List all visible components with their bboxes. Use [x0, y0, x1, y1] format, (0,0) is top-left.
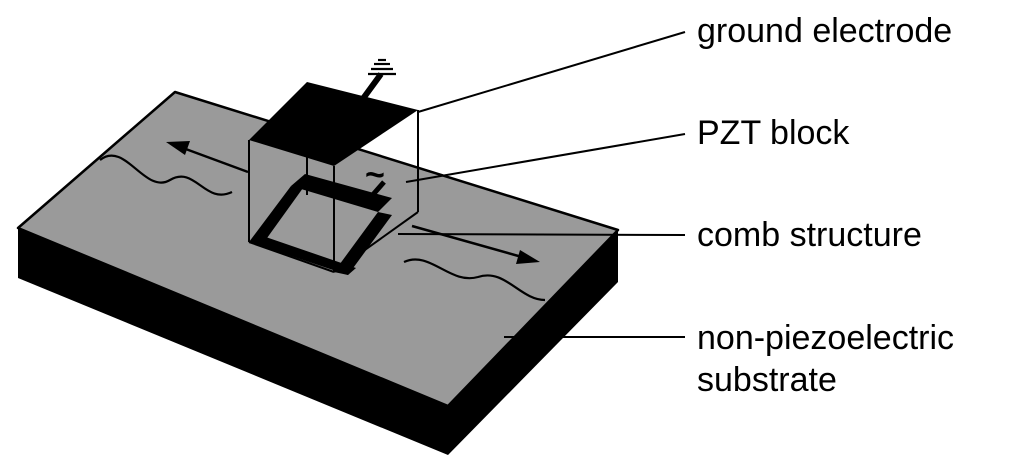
comb-finger-2 — [334, 212, 392, 275]
ac-feed-wire — [368, 180, 386, 200]
leader-comb-structure — [397, 233, 686, 236]
ground-wire — [359, 72, 384, 102]
ground-connection — [359, 58, 396, 102]
pzt-bottom-left-edge — [248, 241, 335, 273]
arrow-right-icon — [516, 250, 540, 264]
comb-bus-bottom — [249, 234, 356, 275]
substrate-right-face — [448, 230, 618, 455]
comb-finger-1 — [249, 186, 303, 245]
ground-symbol-icon — [368, 58, 396, 76]
ac-source-symbol: ~ — [365, 156, 385, 194]
substrate — [16, 90, 620, 455]
leader-ground-electrode — [417, 31, 686, 113]
leader-pzt-block — [405, 133, 686, 183]
arrow-right-shaft — [411, 224, 523, 259]
label-substrate-line2: substrate — [697, 361, 837, 399]
comb-bus-top — [291, 174, 392, 212]
ac-feed: ~ — [365, 156, 386, 200]
leader-lines — [397, 31, 686, 338]
arrow-left-shaft — [182, 146, 249, 174]
arrow-left-icon — [166, 141, 190, 155]
label-pzt-block: PZT block — [697, 114, 850, 152]
label-substrate: non-piezoelectric substrate — [697, 317, 954, 401]
label-ground-electrode: ground electrode — [697, 12, 953, 50]
substrate-top-face — [16, 90, 620, 408]
comb-structure — [249, 174, 392, 275]
pzt-bottom-right-edge — [333, 211, 419, 273]
label-substrate-line1: non-piezoelectric — [697, 319, 955, 357]
substrate-left-face — [18, 228, 448, 455]
label-comb-structure: comb structure — [697, 216, 922, 254]
wave-right — [403, 258, 546, 302]
direction-arrows — [166, 141, 540, 264]
ground-electrode-plate — [249, 82, 418, 166]
wave-left — [99, 154, 233, 196]
surface-waves — [99, 154, 546, 302]
